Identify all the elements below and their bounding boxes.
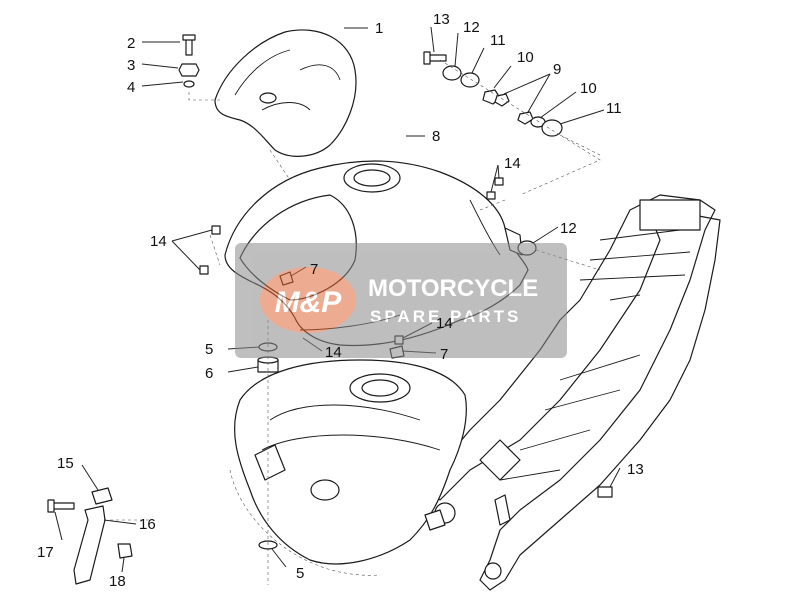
callout-16: 16 — [139, 516, 156, 533]
callout-12: 12 — [463, 19, 480, 36]
watermark-logo-badge — [260, 267, 356, 333]
callout-3: 3 — [127, 57, 135, 74]
callout-6: 6 — [205, 365, 213, 382]
callout-labels: 1 2 3 4 5 5 6 7 7 8 9 10 10 11 11 12 12 … — [37, 11, 644, 590]
callout-7b: 7 — [440, 346, 448, 363]
tank-top-panel-part — [214, 29, 357, 157]
callout-5: 5 — [205, 341, 213, 358]
callout-4: 4 — [127, 79, 135, 96]
callout-5b: 5 — [296, 565, 304, 582]
callout-14: 14 — [504, 155, 521, 172]
callout-7: 7 — [310, 261, 318, 278]
callout-17: 17 — [37, 544, 54, 561]
watermark-brand-line-2: SPARE PARTS — [370, 307, 521, 326]
callout-1: 1 — [375, 20, 383, 37]
callout-15: 15 — [57, 455, 74, 472]
watermark: M&P MOTORCYCLE SPARE PARTS — [235, 243, 567, 358]
callout-13b: 13 — [627, 461, 644, 478]
hardware-parts — [47, 34, 613, 585]
fuel-tank-part — [229, 359, 467, 576]
watermark-logo-text: M&P — [275, 286, 343, 319]
callout-10: 10 — [517, 49, 534, 66]
assembly-guides — [110, 59, 601, 585]
callout-11: 11 — [490, 32, 506, 49]
callout-14c: 14 — [436, 315, 453, 332]
callout-11b: 11 — [606, 100, 622, 117]
callout-18: 18 — [109, 573, 126, 590]
callout-14b: 14 — [150, 233, 167, 250]
callout-12b: 12 — [560, 220, 577, 237]
callout-13: 13 — [433, 11, 450, 28]
callout-8: 8 — [432, 128, 440, 145]
callout-14d: 14 — [325, 344, 342, 361]
watermark-brand-line-1: MOTORCYCLE — [368, 275, 538, 302]
callout-10b: 10 — [580, 80, 597, 97]
callout-2: 2 — [127, 35, 135, 52]
callout-9: 9 — [553, 61, 561, 78]
